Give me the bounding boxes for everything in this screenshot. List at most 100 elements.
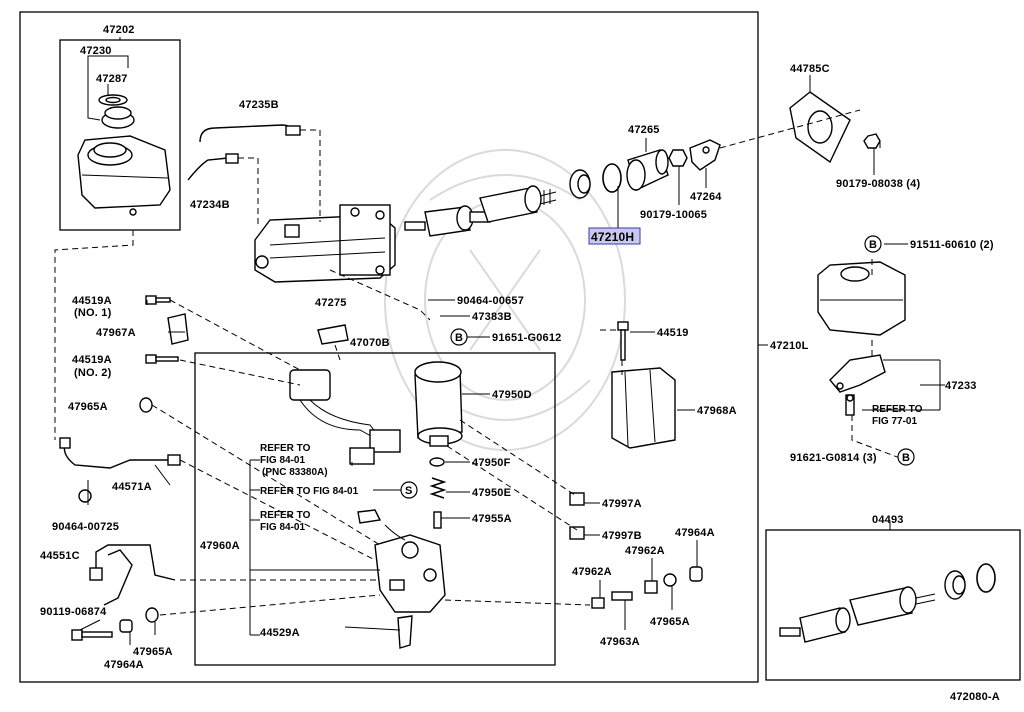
bracket-47230 bbox=[87, 55, 129, 121]
master-cylinder-body-icon bbox=[254, 204, 396, 283]
hose-fitting-icon-2 bbox=[225, 153, 239, 164]
note-refer4-b: FIG 77-01 bbox=[872, 416, 917, 427]
pad-47997b-icon bbox=[569, 526, 585, 540]
label-47233: 47233 bbox=[945, 380, 977, 392]
piston-assembly-icon bbox=[404, 185, 557, 237]
label-no1: (NO. 1) bbox=[74, 307, 112, 319]
label-47210h[interactable]: 47210H bbox=[591, 230, 634, 244]
hose-47235b-icon bbox=[199, 124, 293, 143]
label-44529a: 44529A bbox=[260, 627, 300, 639]
label-90464-00725: 90464-00725 bbox=[52, 521, 119, 533]
connector-block-icon bbox=[349, 429, 401, 465]
cap-gasket-icon bbox=[98, 94, 128, 106]
cushion-47962a-icon bbox=[591, 597, 605, 609]
label-47275: 47275 bbox=[315, 297, 347, 309]
label-47967a: 47967A bbox=[96, 327, 136, 339]
reference-notes: REFER TO FIG 84-01 (PNC 83380A) REFER TO… bbox=[260, 404, 923, 533]
spring-47950e-icon bbox=[429, 477, 447, 499]
washer-47965a-icon-left bbox=[139, 397, 153, 413]
pressure-switch-icon bbox=[289, 369, 381, 441]
boot-47265-icon bbox=[626, 149, 669, 191]
bolt-44519a-no2-icon bbox=[145, 354, 179, 364]
cushion-47964a-icon-left bbox=[119, 619, 133, 633]
label-44551c: 44551C bbox=[40, 550, 80, 562]
marker-b-3: B bbox=[897, 448, 915, 466]
note-refer1-a: REFER TO bbox=[260, 443, 311, 454]
note-refer4-a: REFER TO bbox=[872, 404, 923, 415]
svg-text:B: B bbox=[455, 332, 463, 344]
label-47235b: 47235B bbox=[239, 99, 279, 111]
note-refer2: REFER TO FIG 84-01 bbox=[260, 486, 359, 497]
label-47963a: 47963A bbox=[600, 636, 640, 648]
dashed-leaders bbox=[54, 109, 901, 616]
label-47264: 47264 bbox=[690, 191, 722, 203]
label-91621: 91621-G0814 (3) bbox=[790, 452, 877, 464]
sleeve-47963a-icon bbox=[611, 591, 633, 601]
label-90464-00657: 90464-00657 bbox=[457, 295, 524, 307]
label-47962a-1: 47962A bbox=[625, 545, 665, 557]
pipe-44571a-icon bbox=[59, 437, 181, 469]
repair-kit-piston-icon bbox=[779, 563, 996, 643]
label-44571a: 44571A bbox=[112, 481, 152, 493]
label-47965a-1: 47965A bbox=[68, 401, 108, 413]
bracket-47968a-icon bbox=[611, 367, 676, 449]
label-90179-10065: 90179-10065 bbox=[640, 209, 707, 221]
label-47230: 47230 bbox=[80, 45, 112, 57]
label-91511: 91511-60610 (2) bbox=[910, 239, 994, 251]
label-47965a-3: 47965A bbox=[650, 616, 690, 628]
oring-47950f-icon bbox=[429, 457, 445, 467]
nut-90179-icon bbox=[668, 149, 688, 167]
pump-motor-47950d-icon bbox=[414, 361, 463, 447]
label-47265: 47265 bbox=[628, 124, 660, 136]
label-47997b: 47997B bbox=[602, 530, 642, 542]
label-47202: 47202 bbox=[103, 24, 135, 36]
marker-s-1: S bbox=[400, 481, 418, 499]
pipe-44551c-icon bbox=[89, 544, 176, 606]
cup-seal-icon bbox=[569, 169, 591, 199]
reservoir-right-icon bbox=[817, 261, 906, 336]
label-47950e: 47950E bbox=[472, 487, 511, 499]
wire-icon bbox=[384, 524, 406, 541]
label-90179-08038: 90179-08038 (4) bbox=[836, 178, 920, 190]
label-47950d: 47950D bbox=[492, 389, 532, 401]
kit-04493-box bbox=[765, 529, 1021, 681]
highlight-47210h[interactable] bbox=[588, 227, 641, 245]
part-labels: 47202 47230 47287 47235B 47234B 47265 44… bbox=[40, 24, 1000, 703]
reservoir-tank-icon bbox=[77, 135, 171, 216]
label-47960a: 47960A bbox=[200, 540, 240, 552]
label-472080-a: 472080-A bbox=[950, 691, 1000, 703]
label-47287: 47287 bbox=[96, 73, 128, 85]
clamp-icon bbox=[357, 509, 382, 524]
label-44519a-1: 44519A bbox=[72, 295, 112, 307]
label-47070b: 47070B bbox=[350, 337, 390, 349]
label-47968a: 47968A bbox=[697, 405, 737, 417]
label-44519a-2: 44519A bbox=[72, 354, 112, 366]
note-refer3-b: FIG 84-01 bbox=[260, 522, 305, 533]
label-47962a-2: 47962A bbox=[572, 566, 612, 578]
label-47210l: 47210L bbox=[770, 340, 809, 352]
label-91651: 91651-G0612 bbox=[492, 332, 561, 344]
washer-47965a-icon bbox=[663, 573, 677, 587]
label-47950f: 47950F bbox=[472, 457, 511, 469]
label-47955a: 47955A bbox=[472, 513, 512, 525]
leader-lines bbox=[79, 37, 945, 645]
label-90119: 90119-06874 bbox=[40, 606, 107, 618]
nut-90179-08038-icon bbox=[863, 133, 881, 149]
marker-b-1: B bbox=[864, 235, 882, 253]
label-47965a-2: 47965A bbox=[133, 646, 173, 658]
pipe-right-icon bbox=[845, 394, 855, 416]
svg-text:B: B bbox=[869, 239, 877, 251]
note-refer1-b: FIG 84-01 bbox=[260, 455, 305, 466]
washer-47965a-icon-left-2 bbox=[145, 607, 159, 623]
bolt-44519-icon bbox=[617, 321, 629, 361]
hose-fitting-icon bbox=[285, 125, 301, 136]
label-47964a-2: 47964A bbox=[675, 527, 715, 539]
main-frame bbox=[19, 11, 759, 683]
cushion-47964a-icon bbox=[689, 566, 703, 582]
clip-90464-00725-icon bbox=[78, 489, 92, 503]
marker-b-2: B bbox=[450, 328, 468, 346]
cushion-47962a-icon-2 bbox=[644, 580, 658, 594]
bracket-47967a-icon bbox=[167, 313, 189, 345]
